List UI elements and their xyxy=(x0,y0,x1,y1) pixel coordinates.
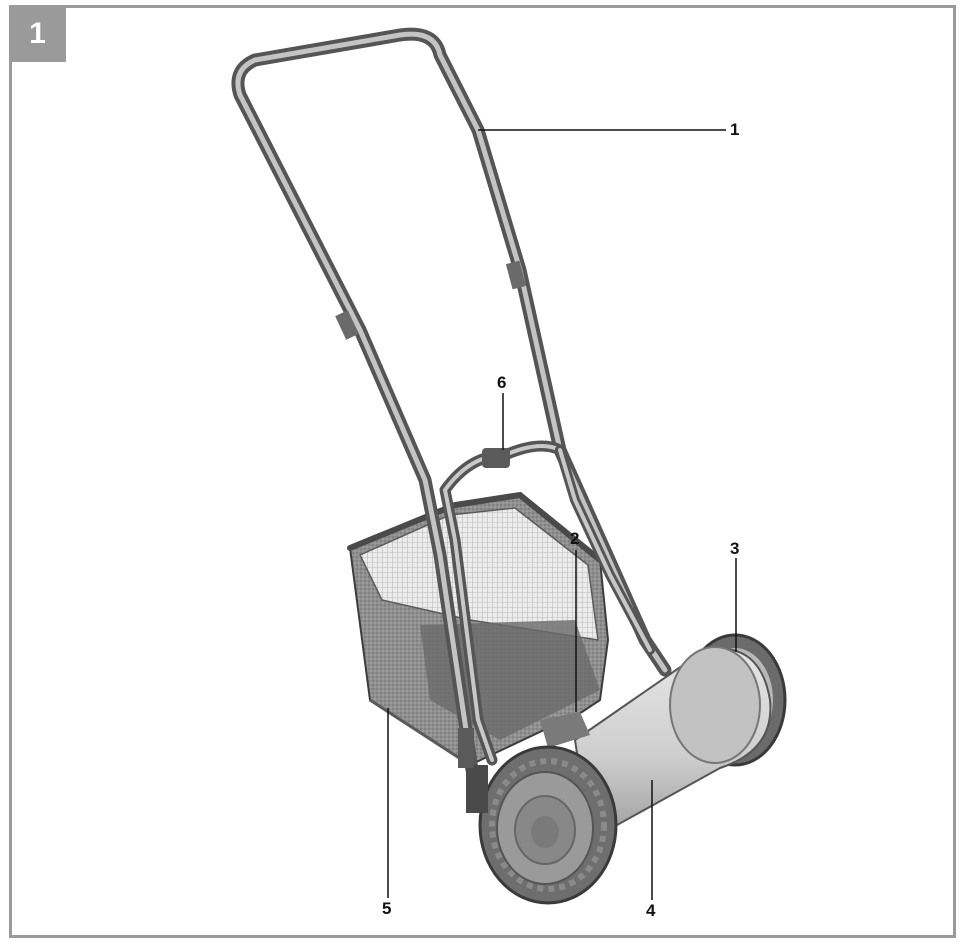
figure-number-badge: 1 xyxy=(9,5,66,62)
callout-3: 3 xyxy=(730,539,740,558)
front-wheel xyxy=(478,745,618,905)
callout-4: 4 xyxy=(646,901,656,920)
cutting-cylinder xyxy=(540,646,772,842)
callout-6: 6 xyxy=(497,373,507,392)
callout-5: 5 xyxy=(382,899,392,918)
callout-2: 2 xyxy=(570,529,580,548)
leader-lines xyxy=(387,129,737,900)
side-bracket xyxy=(458,728,488,813)
push-handle xyxy=(231,27,672,777)
callout-1: 1 xyxy=(730,120,740,139)
figure-frame xyxy=(9,5,956,938)
